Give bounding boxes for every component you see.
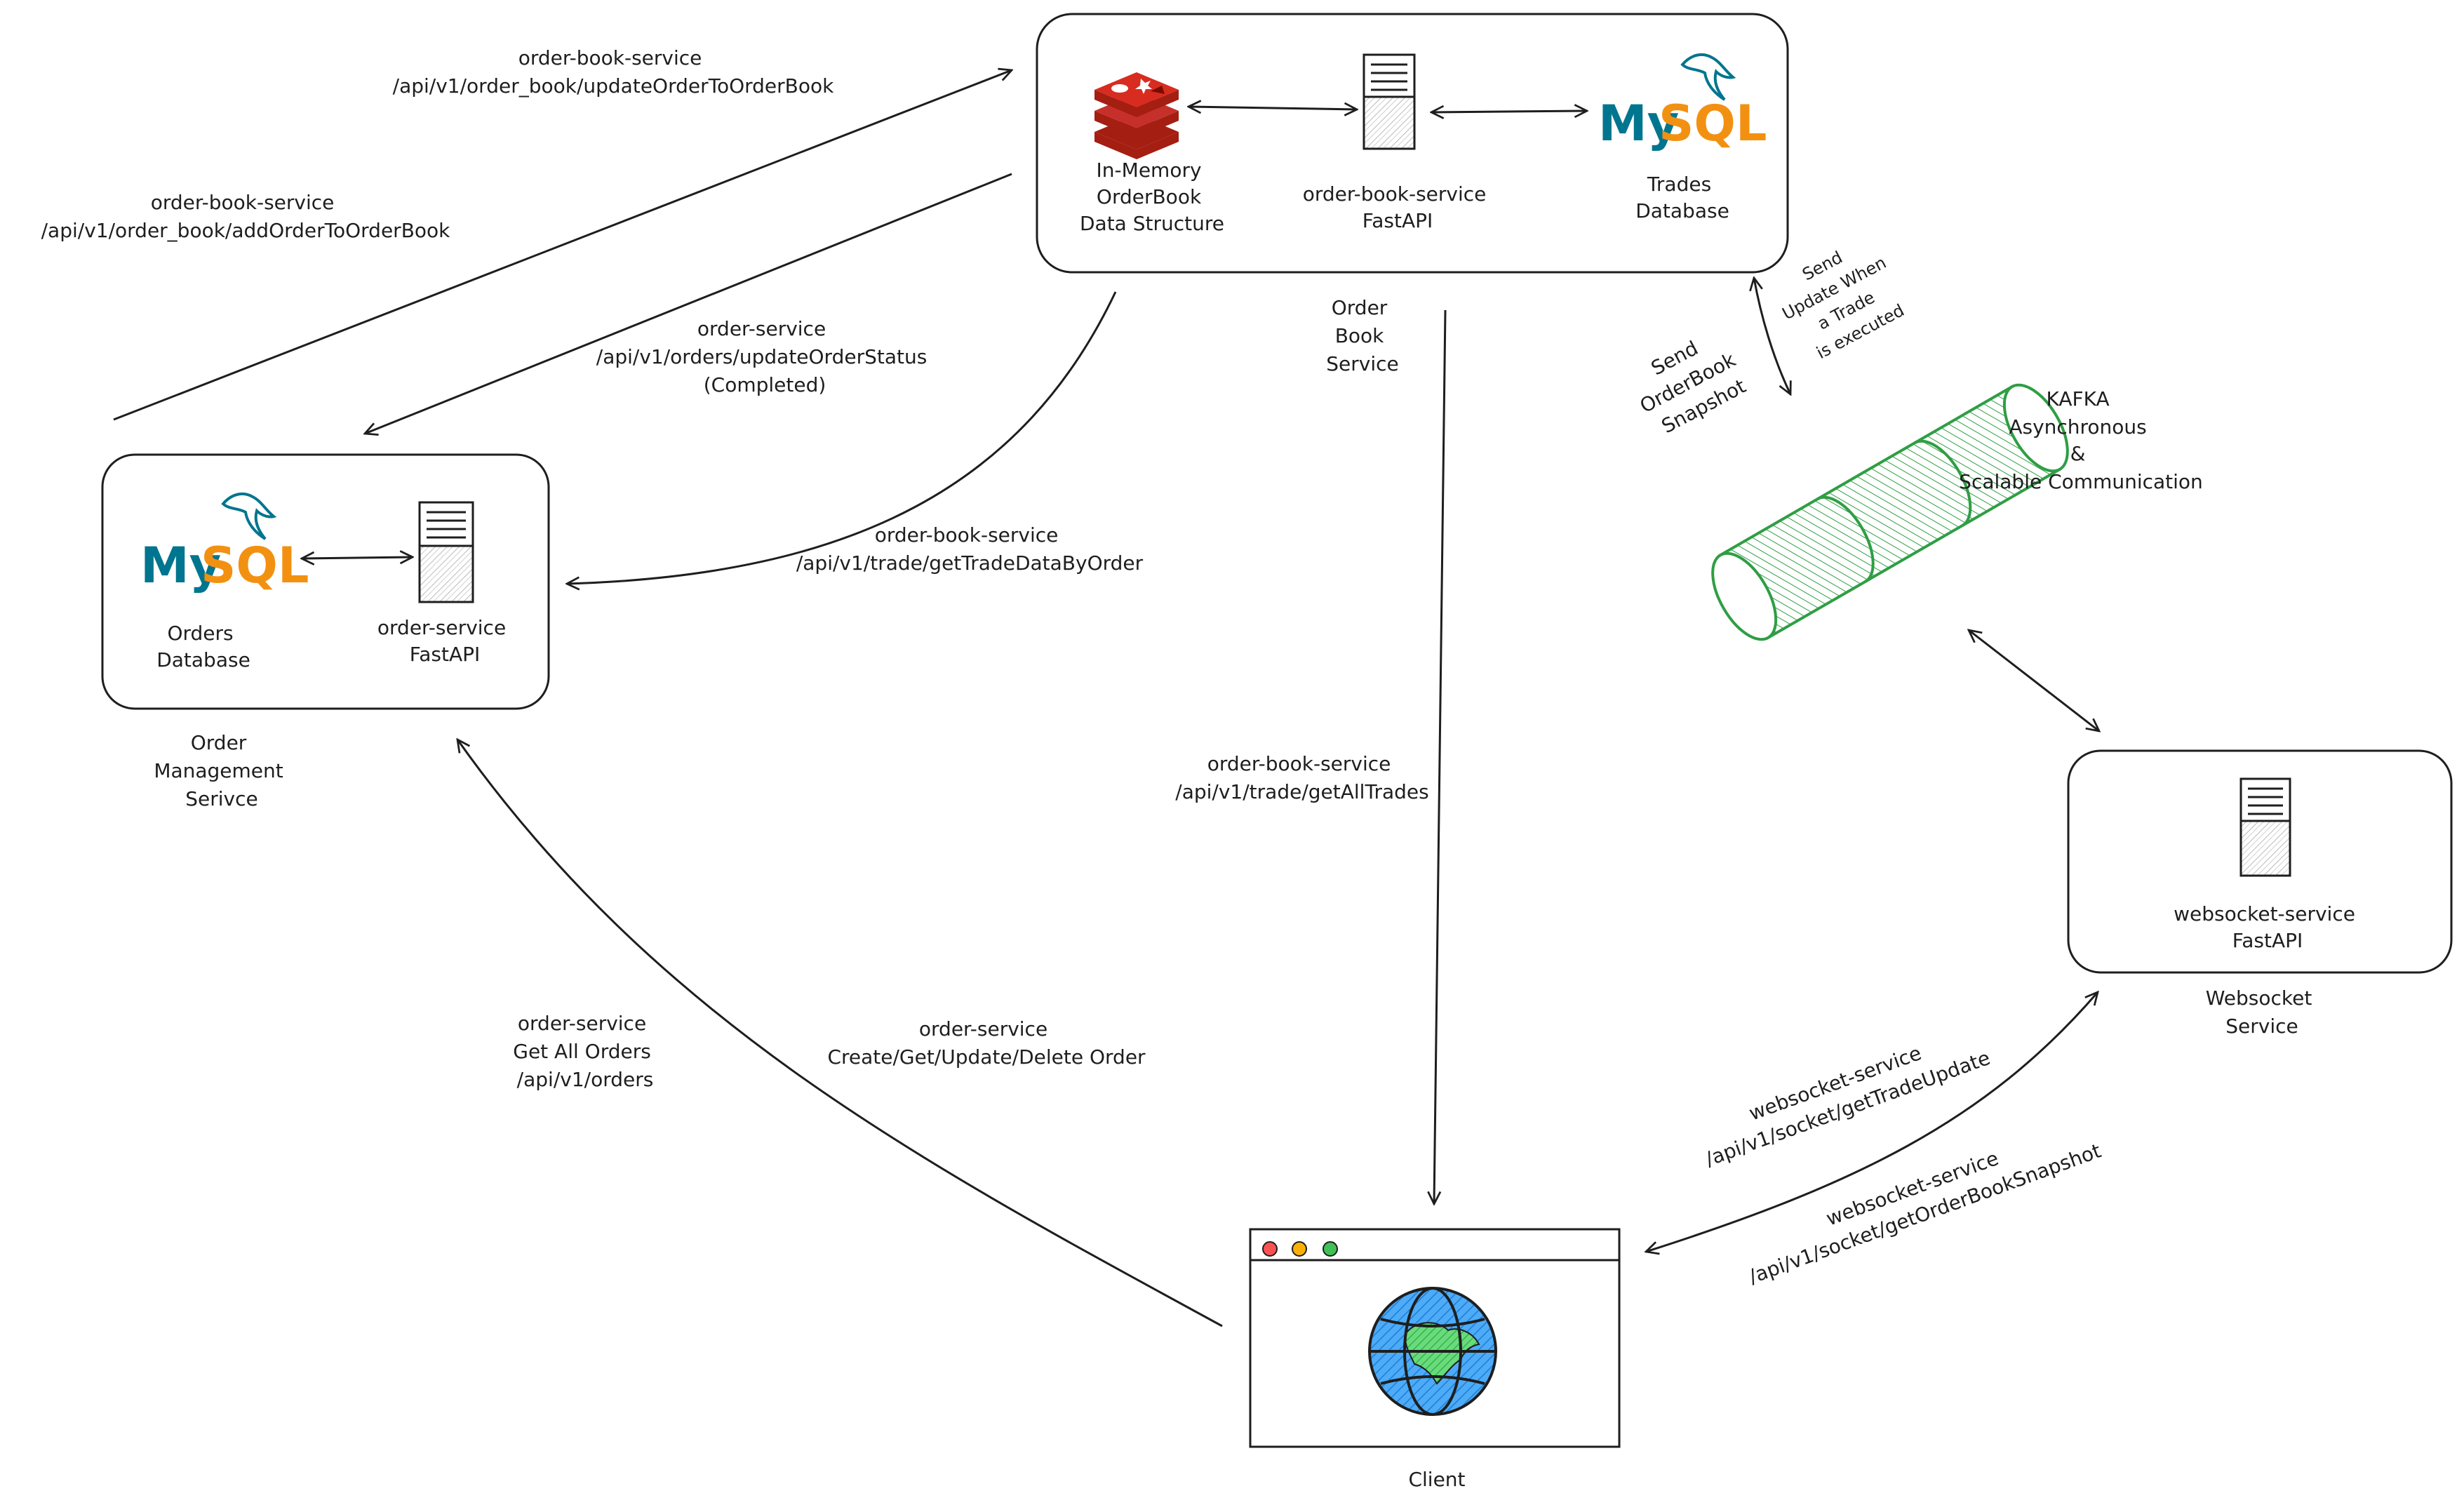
kafka-queue-icon [1711, 383, 2069, 641]
mysql-my-text: My [140, 537, 221, 594]
kafka-label: KAFKA Asynchronous & Scalable Communicat… [1959, 387, 2203, 493]
update-order-to-book-arrow [113, 70, 1012, 421]
update-order-status-arrow [365, 173, 1012, 434]
redis-label: In-Memory OrderBook Data Structure [1080, 159, 1224, 235]
socket-trade-update-label: websocket-service /api/v1/socket/getTrad… [1693, 1019, 1993, 1170]
client-order-service-arrow [457, 740, 1223, 1327]
get-trade-by-order-arrow [567, 291, 1117, 584]
order-book-api-label: order-book-service FastAPI [1303, 182, 1493, 232]
server-icon [1362, 53, 1416, 150]
send-trade-update-label: Send Update When a Trade is executed [1767, 228, 1918, 368]
orders-db-api-link [302, 557, 413, 558]
mysql-sql-text: SQL [1659, 95, 1767, 152]
websocket-service-group: websocket-service FastAPI [2067, 749, 2453, 974]
order-management-service-box [101, 453, 550, 710]
update-order-to-book-label: order-book-service /api/v1/order_book/up… [393, 46, 834, 98]
mysql-sql-text: SQL [201, 537, 309, 594]
update-order-status-label: order-service /api/v1/orders/updateOrder… [596, 317, 933, 396]
client-browser-window [1249, 1228, 1621, 1448]
mysql-my-text: My [1598, 95, 1679, 152]
order-book-service-box [1036, 13, 1789, 274]
get-all-trades-arrow [1434, 309, 1447, 1204]
send-snapshot-label: Send OrderBook Snapshot [1623, 321, 1758, 443]
websocket-service-title: Websocket Service [2206, 986, 2319, 1038]
order-book-service-title: Order Book Service [1326, 296, 1398, 375]
mysql-logo-orders: My SQL [140, 492, 309, 594]
kafka-websocket-link [1969, 630, 2099, 731]
server-icon [418, 501, 474, 603]
add-order-to-book-label: order-book-service /api/v1/order_book/ad… [41, 191, 451, 242]
order-book-service-group: In-Memory OrderBook Data Structure order… [1036, 13, 1789, 274]
client-websocket-arrow [1646, 992, 2098, 1252]
kafka-order-book-link [1754, 278, 1790, 394]
server-icon [2239, 777, 2291, 877]
get-all-orders-label: order-service Get All Orders /api/v1/ord… [513, 1012, 657, 1091]
redis-api-link [1189, 107, 1357, 109]
client-label: Client [1408, 1468, 1465, 1491]
api-trades-db-link [1431, 111, 1587, 112]
window-minimize-dot [1292, 1241, 1307, 1257]
websocket-service-box [2067, 749, 2453, 974]
websocket-api-label: websocket-service FastAPI [2174, 902, 2362, 952]
window-close-dot [1262, 1241, 1278, 1257]
window-maximize-dot [1323, 1241, 1338, 1257]
globe-icon [1368, 1287, 1497, 1416]
redis-icon [1094, 72, 1179, 159]
order-management-service-title: Order Management Serivce [154, 731, 289, 810]
mysql-logo-trades: My SQL [1598, 53, 1767, 152]
order-service-api-label: order-service FastAPI [377, 616, 512, 666]
crud-order-label: order-service Create/Get/Update/Delete O… [827, 1017, 1146, 1069]
orders-db-label: Orders Database [156, 622, 250, 671]
get-trade-by-order-label: order-book-service /api/v1/trade/getTrad… [796, 523, 1144, 575]
order-management-service-group: My SQL Orders Database order-service Fas… [101, 453, 550, 710]
trades-db-label: Trades Database [1635, 173, 1729, 222]
get-all-trades-label: order-book-service /api/v1/trade/getAllT… [1175, 752, 1428, 803]
